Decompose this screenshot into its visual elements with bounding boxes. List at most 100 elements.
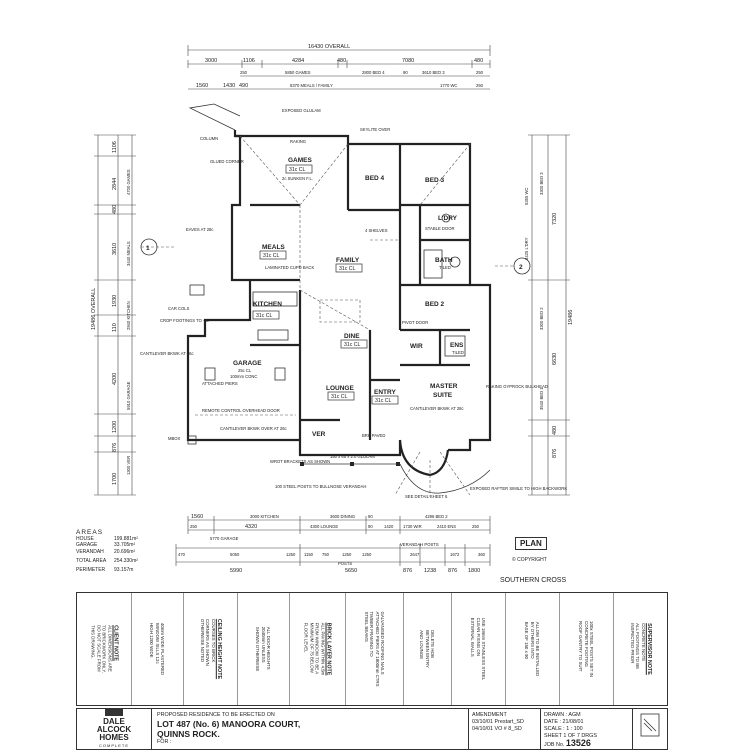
- room-dine-sub: 31c CL: [344, 342, 361, 348]
- dim-bottom-row2-7: 250: [472, 524, 480, 529]
- room-games: GAMES: [288, 157, 313, 164]
- dim-bottom-row4-4: 876: [448, 568, 457, 574]
- dim-left-overall: 19486 OVERALL: [91, 288, 97, 330]
- sheet-number: SHEET 1 OF 7 DRGS: [544, 733, 597, 739]
- dim-top-row1-2: 4284: [292, 58, 304, 64]
- dim-bottom-row3-5: 1250: [342, 552, 352, 557]
- dim-left-label-3: 5910 GARAGE: [126, 381, 131, 410]
- dim-bottom-row3-7: 2647: [410, 552, 420, 557]
- amendments: AMENDMENT 03/10/01 Prestart_SD 04/10/01 …: [469, 709, 541, 749]
- dim-top-row2-4: 3610 BED 3: [422, 70, 445, 75]
- svg-text:1: 1: [146, 245, 150, 252]
- dim-top-row1-5: 480: [474, 58, 483, 64]
- room-ens: ENS: [450, 342, 464, 349]
- dim-left-seg-0: 1106: [112, 141, 118, 153]
- svg-text:2: 2: [519, 264, 523, 271]
- suburb: QUINNS ROCK.: [157, 729, 220, 739]
- dim-top-row3-1: 1430: [223, 83, 235, 89]
- note-shelves: 4 SHELVES: [365, 228, 388, 233]
- dim-bottom-row4-1: 5650: [345, 568, 357, 574]
- dim-right-seg-4: 876: [552, 449, 558, 458]
- room-meals: MEALS: [262, 244, 285, 251]
- dim-top-row1-0: 3000: [205, 58, 217, 64]
- seal-graphic: [640, 713, 660, 737]
- plan-annotations: COLUMN GLUED CORNER EXPOSED GLULAM RAKIN…: [140, 108, 567, 499]
- dim-left-seg-7: 1200: [112, 421, 118, 433]
- dim-top-row3-0: 1560: [196, 83, 208, 89]
- dim-bottom-row2-2: 4300 LOUNGE: [310, 524, 338, 529]
- note-exposed-rafter: EXPOSED RAFTER SIMILE TO HIGH BACKWORK: [470, 486, 567, 491]
- dim-bottom-row2-4: 1420: [384, 524, 394, 529]
- note-car-cols: CAR COLS: [168, 306, 190, 311]
- room-lounge-sub: 31c CL: [331, 394, 348, 400]
- room-bath-sub: TILED: [439, 265, 451, 270]
- copyright-icon: ©: [512, 557, 516, 563]
- dim-top-overall: 16430 OVERALL: [308, 44, 350, 50]
- room-games-extra: 2c SUNKEN F.L.: [282, 176, 313, 181]
- room-kitchen: KITCHEN: [253, 301, 282, 308]
- dim-bottom-row1-5: 4296 BED 2: [425, 514, 448, 519]
- dim-right-label-0: 3300 BED 3: [539, 172, 544, 195]
- dim-left-seg-5: 110: [112, 323, 118, 332]
- dim-bottom-row4-0: 5990: [230, 568, 242, 574]
- dims-top: 16430 OVERALL 3000 1106 4284 480 7080 48…: [187, 44, 491, 90]
- dim-bottom-row3-6: 1250: [362, 552, 372, 557]
- room-dine: DINE: [344, 333, 360, 340]
- dim-bottom-row2-5: 1730 WIR: [403, 524, 422, 529]
- house-walls: [186, 103, 492, 497]
- dim-bottom-row3-1: 5050: [230, 552, 240, 557]
- note-wrot: WROT BRACKETS AS SHOWN: [270, 459, 330, 464]
- design-series: SOUTHERN CROSS: [500, 577, 567, 584]
- dim-bottom-row3-2: 1250: [286, 552, 296, 557]
- dim-bottom-row1-3: 3600 DINING: [330, 514, 355, 519]
- dim-bottom-row3-4: 750: [322, 552, 330, 557]
- note-laminated: LAMINATED CUPD BACK: [265, 265, 314, 270]
- dim-right-seg-2: 6630: [552, 353, 558, 365]
- dim-right-label-3: 5355 WC: [524, 188, 529, 205]
- dim-bottom-row2-1: 5770 GARAGE: [210, 536, 239, 541]
- note-exposed-glulam: EXPOSED GLULAM: [282, 108, 321, 113]
- room-garage-sub: 25c CL: [238, 368, 252, 373]
- dim-top-row2-0: 250: [240, 70, 248, 75]
- note-paved: BRK PAVED: [362, 433, 385, 438]
- room-ldry: L'DRY: [438, 215, 458, 222]
- dim-top-row3-5: 250: [476, 83, 484, 88]
- dim-bottom-row3-3: 1150: [304, 552, 314, 557]
- room-wir: WIR: [410, 343, 423, 350]
- dim-top-row2-5: 250: [476, 70, 484, 75]
- dim-bottom-row1-1: 4320: [245, 524, 257, 530]
- dims-right: 7320 19486 6630 480 876 3300 BED 3 3300 …: [524, 134, 574, 496]
- dim-top-row1-1: 1106: [243, 58, 255, 64]
- job-number: 13526: [565, 738, 591, 748]
- dim-top-row3-2: 490: [239, 83, 248, 89]
- dim-bottom-row4-3: 1238: [424, 568, 436, 574]
- room-ens-sub: TILED: [452, 350, 464, 355]
- note-glulam-bottom: 150 x 65 x 2.0 GLULAM: [330, 454, 375, 459]
- dim-top-row3-4: 1770 WC: [440, 83, 457, 88]
- note-remote-door: REMOTE CONTROL OVERHEAD DOOR: [202, 408, 280, 413]
- note-column: COLUMN: [200, 136, 218, 141]
- room-bed3: BED 3: [425, 177, 445, 184]
- dim-bottom-row3-0: 470: [178, 552, 186, 557]
- dim-right-seg-3: 480: [552, 426, 558, 435]
- dim-left-seg-6: 4200: [112, 373, 118, 385]
- room-master: MASTER: [430, 383, 458, 390]
- dim-right-label-4: 3425 L'DRY: [524, 237, 529, 260]
- dim-left-seg-8: 876: [112, 443, 118, 452]
- dim-bottom-row2-3: 90: [368, 524, 373, 529]
- dim-left-label-1: 3440 MEALS: [126, 241, 131, 266]
